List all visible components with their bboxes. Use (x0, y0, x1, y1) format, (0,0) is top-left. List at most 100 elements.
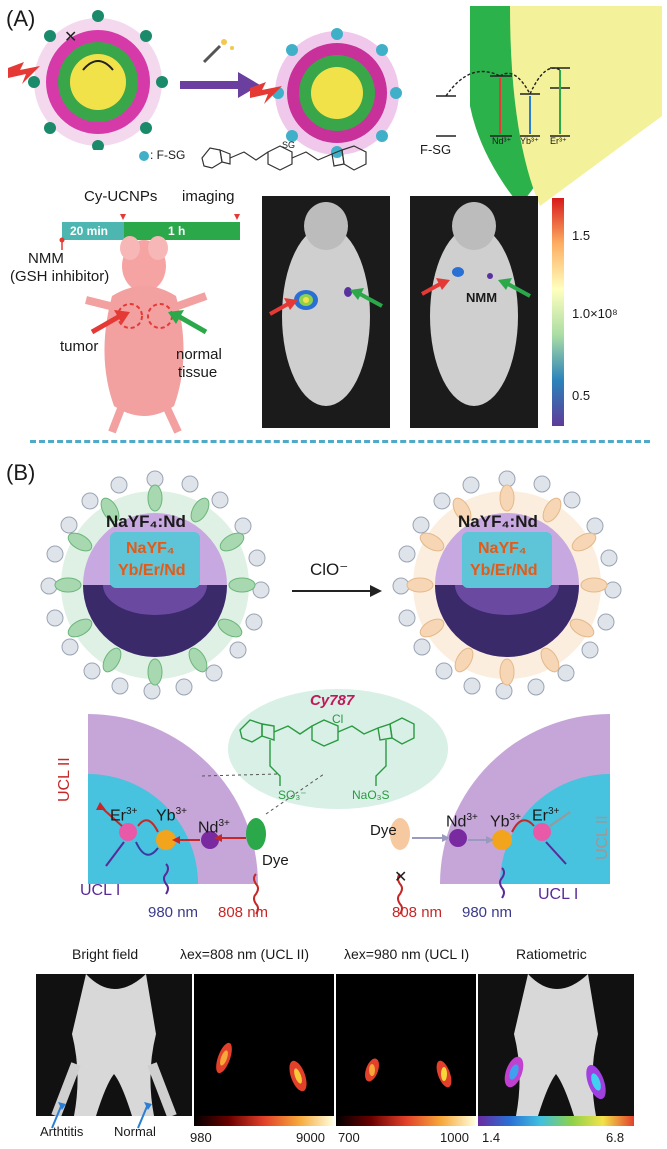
dye-left-label: Dye (262, 852, 289, 869)
timeline-seg1-label: 20 min (70, 224, 109, 238)
timeline-imaging: imaging (182, 188, 235, 205)
nd-right-label: Nd3+ (446, 812, 478, 831)
ratiometric-image (478, 974, 634, 1116)
img1-red-arrow-icon (269, 298, 298, 316)
normal-tissue-label-1: normal (176, 346, 222, 363)
nd-right-text: Nd (446, 813, 467, 831)
cy787-so3-left: SO₃⁻ (278, 788, 307, 802)
colorbar-ratio (478, 1116, 634, 1126)
nm980-right-label: 980 nm (462, 904, 513, 921)
arthritis-arrow-icon (51, 1102, 66, 1129)
img1-green-arrow-icon (350, 288, 383, 308)
img2-green-arrow-icon (498, 278, 531, 298)
fsg-dot-icon (139, 151, 149, 161)
laser-lightning-icon-2 (250, 82, 282, 104)
bright-field-image (36, 974, 192, 1118)
ucl1-image (336, 974, 476, 1116)
yb-right-label: Yb3+ (490, 812, 521, 831)
ucnp-before-icon (40, 470, 270, 700)
er-left-label: Er3+ (110, 806, 137, 825)
ucl1-right-label: UCL I (538, 886, 579, 903)
cyanine-structure-icon (201, 145, 367, 171)
laser-lightning-icon (8, 62, 40, 84)
energy-fsg-label: F-SG (420, 142, 452, 157)
er-left-sup: 3+ (126, 806, 138, 817)
nmm-label: NMM (28, 250, 64, 267)
ucl2-left-label: UCL II (56, 757, 73, 802)
img-title-bright-field: Bright field (72, 946, 139, 962)
nm808-right-label: 808 nm (392, 904, 443, 921)
colorbar-ucl2 (194, 1116, 334, 1126)
left-energy-diagram (88, 714, 325, 915)
colorbar-ucl2-min: 980 (190, 1130, 212, 1145)
core-label-right-2: Yb/Er/Nd (470, 562, 538, 579)
mouse-illustration (85, 236, 208, 434)
nanoparticle-after-icon (272, 28, 402, 158)
panel-b-label: (B) (6, 460, 36, 485)
yb-left-sup: 3+ (175, 806, 187, 817)
yb-right-text: Yb (490, 813, 510, 831)
img-title-ratiometric: Ratiometric (516, 946, 587, 962)
normal-arrow-icon-b (137, 1102, 152, 1129)
nmm-image-label: NMM (466, 290, 498, 305)
ucl2-right-label: UCL II (594, 815, 611, 860)
colorbar-ucl1-max: 1000 (440, 1130, 469, 1145)
nd-left-sup: 3+ (218, 818, 230, 829)
colorbar-ucl1 (336, 1116, 476, 1126)
er-left-text: Er (110, 807, 126, 825)
cy787-so3-right: NaO₃S (352, 788, 390, 802)
section-divider (30, 440, 650, 443)
ucl1-left-label: UCL I (80, 882, 121, 899)
nd-left-label: Nd3+ (198, 818, 230, 837)
magic-wand-icon (202, 39, 234, 64)
cy787-cl: Cl (332, 712, 344, 726)
cy787-bubble (228, 689, 448, 809)
ucl2-image (194, 974, 334, 1116)
reaction-arrow-icon (180, 72, 260, 98)
nd-left-text: Nd (198, 819, 219, 837)
timeline-bar-1h (124, 222, 240, 240)
colorbar-ratio-max: 6.8 (606, 1130, 625, 1145)
invivo-image-nmm (410, 196, 538, 428)
yb-left-text: Yb (156, 807, 176, 825)
svg-text:✕: ✕ (394, 869, 407, 886)
tumor-label: tumor (60, 338, 99, 355)
timeline-bar-20min (62, 222, 124, 240)
img-title-808: λex=808 nm (UCL II) (180, 946, 310, 962)
energy-yb-label: Yb³⁺ (520, 136, 539, 146)
fsg-legend-label: : F-SG (150, 148, 186, 162)
colorbar-ucl2-max: 9000 (296, 1130, 325, 1145)
cy787-title: Cy787 (310, 692, 355, 709)
timeline-seg2-label: 1 h (168, 224, 186, 238)
nmm-sub-label: (GSH inhibitor) (10, 268, 110, 285)
er-right-label: Er3+ (532, 806, 559, 825)
nm808-left-label: 808 nm (218, 904, 269, 921)
normal-tissue-label-2: tissue (178, 364, 218, 381)
energy-er-label: Er³⁺ (550, 136, 567, 146)
svg-text:✕: ✕ (64, 29, 77, 46)
invivo-image-control (262, 196, 390, 428)
energy-transfer-diagram (436, 6, 662, 206)
normal-label-b: Normal (114, 1124, 156, 1139)
yb-right-sup: 3+ (509, 812, 521, 823)
right-energy-diagram: ✕ (390, 714, 610, 915)
colorbar-a-tick-2: 1.0×10⁸ (572, 306, 618, 321)
nm980-left-label: 980 nm (148, 904, 199, 921)
shell-label-left: NaYF₄:Nd (106, 512, 186, 531)
core-label-right-1: NaYF₄ (478, 540, 527, 557)
shell-label-right: NaYF₄:Nd (458, 512, 538, 531)
er-right-sup: 3+ (548, 806, 560, 817)
colorbar-a (552, 198, 564, 426)
yb-left-label: Yb3+ (156, 806, 187, 825)
nanoparticle-before-icon: ✕ (28, 10, 168, 150)
img-title-980: λex=980 nm (UCL I) (344, 946, 470, 962)
dye-right-label: Dye (370, 822, 397, 839)
arthritis-label: Arthtitis (40, 1124, 84, 1139)
energy-nd-label: Nd³⁺ (492, 136, 512, 146)
clo-label: ClO⁻ (310, 560, 349, 579)
ucnp-after-icon (392, 470, 622, 700)
colorbar-a-tick-1: 1.5 (572, 228, 591, 243)
core-label-left-1: NaYF₄ (126, 540, 175, 557)
er-right-text: Er (532, 807, 548, 825)
clo-arrow-icon (292, 585, 382, 597)
